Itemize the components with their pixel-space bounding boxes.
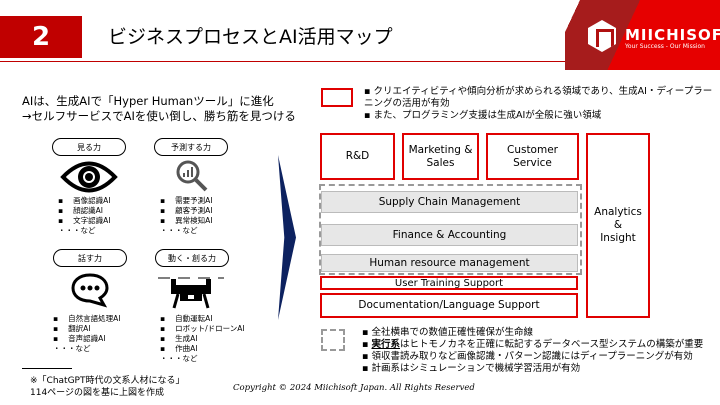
list-item: 文字認識AI bbox=[58, 216, 110, 226]
list-item: 音声認識AI bbox=[53, 334, 120, 344]
chevron-arrow-icon bbox=[278, 155, 296, 320]
section-number: 2 bbox=[0, 16, 82, 58]
magnifier-chart-icon bbox=[176, 160, 208, 192]
capability-list: 自動運転AI ロボット/ドローンAI 生成AI 作曲AI ・・・など bbox=[160, 314, 245, 364]
list-item: 翻訳AI bbox=[53, 324, 120, 334]
capability-list: 自然言語処理AI 翻訳AI 音声認識AI ・・・など bbox=[53, 314, 120, 354]
legend-red-box bbox=[321, 88, 353, 107]
list-item: 異常検知AI bbox=[160, 216, 212, 226]
eye-icon bbox=[60, 161, 118, 193]
list-item: 顔認識AI bbox=[58, 206, 110, 216]
logo-name: MIICHISOFT bbox=[625, 26, 720, 44]
process-user-training: User Training Support bbox=[320, 276, 578, 290]
list-item: 作曲AI bbox=[160, 344, 245, 354]
list-item: 生成AI bbox=[160, 334, 245, 344]
logo-mark-icon bbox=[588, 20, 616, 52]
list-item: 自動運転AI bbox=[160, 314, 245, 324]
capability-label: 動く・創る力 bbox=[155, 249, 229, 267]
source-note: ※「ChatGPT時代の文系人材になる」 114ページの図を基に上図を作成 bbox=[30, 375, 184, 399]
list-item: 需要予測AI bbox=[160, 196, 212, 206]
list-etc: ・・・など bbox=[160, 226, 198, 235]
speech-bubble-icon bbox=[71, 273, 109, 308]
process-documentation: Documentation/Language Support bbox=[320, 293, 578, 318]
header-divider bbox=[0, 61, 580, 62]
intro-text: AIは、生成AIで「Hyper Humanツール」に進化 →セルフサービスでAI… bbox=[22, 94, 296, 124]
process-marketing: Marketing &Sales bbox=[402, 133, 479, 180]
list-item: 画像認識AI bbox=[58, 196, 110, 206]
capability-label: 見る力 bbox=[52, 138, 126, 156]
legend-item: ▪ 実行系はヒトモノカネを正確に転記するデータベース型システムの構築が重要 bbox=[362, 339, 704, 350]
intro-line: AIは、生成AIで「Hyper Humanツール」に進化 bbox=[22, 94, 274, 108]
capability-label: 予測する力 bbox=[154, 138, 228, 156]
capability-label: 話す力 bbox=[53, 249, 127, 267]
list-etc: ・・・など bbox=[53, 344, 91, 353]
logo-tagline: Your Success - Our Mission bbox=[625, 43, 705, 50]
list-item: 顧客予測AI bbox=[160, 206, 212, 216]
legend-red-text: ▪ クリエイティビティや傾向分析が求められる領域であり、生成AI・ディープラーニ… bbox=[364, 86, 714, 122]
legend-item: ▪ 計画系はシミュレーションで機械学習活用が有効 bbox=[362, 363, 581, 374]
intro-line: →セルフサービスでAIを使い倒し、勝ち筋を見つける bbox=[22, 109, 296, 123]
list-etc: ・・・など bbox=[58, 226, 96, 235]
note-divider bbox=[22, 368, 72, 369]
list-etc: ・・・など bbox=[160, 354, 198, 363]
legend-item: ▪ 領収書読み取りなど画像認識・パターン認識にはディープラーニングが有効 bbox=[362, 351, 693, 362]
process-analytics: Analytics&Insight bbox=[586, 133, 650, 318]
legend-gray-box bbox=[321, 329, 345, 351]
process-rd: R&D bbox=[320, 133, 395, 180]
capability-list: 需要予測AI 顧客予測AI 異常検知AI ・・・など bbox=[160, 196, 212, 236]
logo: MIICHISOFT Your Success - Our Mission bbox=[565, 0, 720, 70]
capability-list: 画像認識AI 顔認識AI 文字認識AI ・・・など bbox=[58, 196, 110, 236]
note-line: 114ページの図を基に上図を作成 bbox=[30, 388, 164, 398]
copyright: Copyright © 2024 Miichisoft Japan. All R… bbox=[233, 383, 475, 393]
note-line: ※「ChatGPT時代の文系人材になる」 bbox=[30, 376, 185, 386]
process-hr: Human resource management bbox=[321, 254, 578, 272]
page-title: ビジネスプロセスとAI活用マップ bbox=[108, 26, 393, 48]
process-finance: Finance & Accounting bbox=[321, 224, 578, 246]
legend-gray-text: ▪ 全社横串での数値正確性確保が生命線 ▪ 実行系はヒトモノカネを正確に転記する… bbox=[362, 327, 720, 375]
process-supply-chain: Supply Chain Management bbox=[321, 191, 578, 213]
legend-item: ▪ 全社横串での数値正確性確保が生命線 bbox=[362, 327, 533, 338]
legend-item: ▪ クリエイティビティや傾向分析が求められる領域であり、生成AI・ディープラーニ… bbox=[364, 86, 713, 109]
legend-item: ▪ また、プログラミング支援は生成AIが全般に強い領域 bbox=[364, 110, 602, 121]
list-item: ロボット/ドローンAI bbox=[160, 324, 245, 334]
drone-icon bbox=[158, 277, 224, 309]
list-item: 自然言語処理AI bbox=[53, 314, 120, 324]
backoffice-group bbox=[319, 184, 582, 275]
